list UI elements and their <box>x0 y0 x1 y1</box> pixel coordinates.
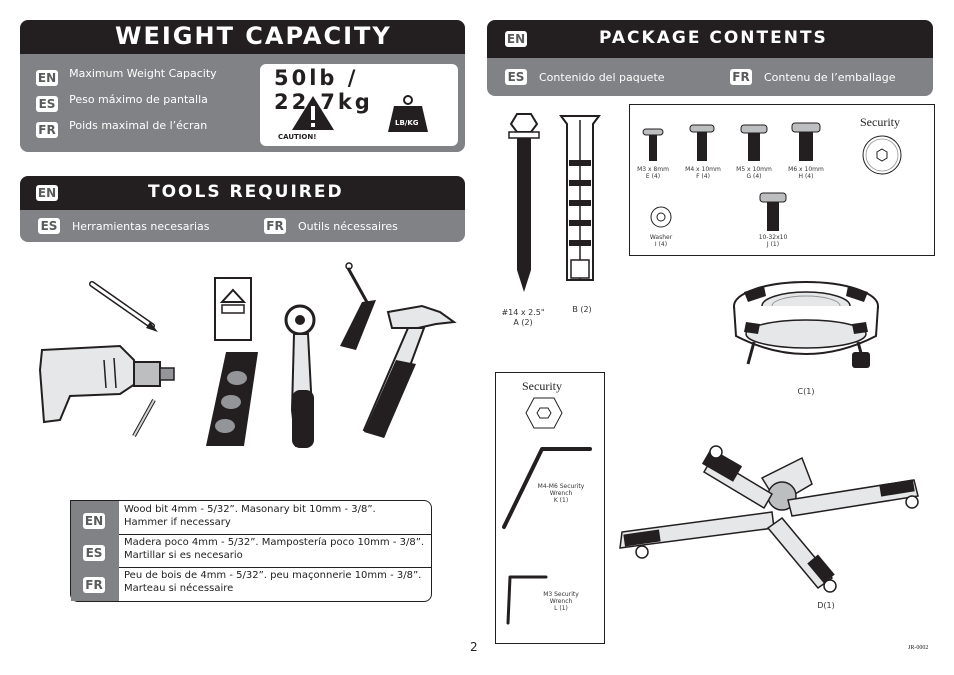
wrench-k-label: M4-M6 Security Wrench K (1) <box>537 483 585 504</box>
weight-capacity-title: WEIGHT CAPACITY <box>115 22 392 50</box>
weight-value: 50lb / 22.7kg <box>274 66 373 114</box>
weight-value-box: 50lb / 22.7kg CAUTION! LB/KG <box>260 64 458 146</box>
weight-icon-label: LB/KG <box>395 119 419 127</box>
hardware-box: M3 x 8mm E (4) M4 x 10mm F (4) M5 x 10mm… <box>629 104 935 256</box>
weight-capacity-header: WEIGHT CAPACITY <box>20 20 465 54</box>
package-lang-badge-fr: FR <box>730 69 752 85</box>
tools-lang-badge-en: EN <box>36 185 58 201</box>
lang-badge-es: ES <box>36 96 58 112</box>
hex-key-k-icon <box>502 447 592 529</box>
document-code: JR-0002 <box>908 645 929 651</box>
wrench-l-label: M3 Security Wrench L (1) <box>543 591 579 612</box>
hardware-f-label: M4 x 10mm F (4) <box>685 166 721 180</box>
weight-text-es: Peso máximo de pantalla <box>69 93 208 106</box>
package-contents-header: EN PACKAGE CONTENTS <box>487 20 933 58</box>
package-lang-badge-en: EN <box>505 31 527 47</box>
part-c-label: C(1) <box>797 387 815 396</box>
security-screw-head-icon <box>862 135 902 175</box>
hardware-e-label: M3 x 8mm E (4) <box>637 166 669 180</box>
caution-triangle-icon <box>292 96 334 130</box>
wall-anchor-icon <box>559 115 601 281</box>
tools-text-es: Herramientas necesarias <box>72 220 210 233</box>
package-contents-title: PACKAGE CONTENTS <box>599 28 828 48</box>
screwdriver-icon <box>340 262 376 350</box>
hardware-h-label: M6 x 10mm H (4) <box>788 166 824 180</box>
package-text-es: Contenido del paquete <box>539 71 665 84</box>
ratchet-wrench-icon <box>284 304 316 448</box>
page-number: 2 <box>470 640 478 654</box>
universal-bracket-icon <box>619 445 919 593</box>
package-text-fr: Contenu de l’emballage <box>764 71 896 84</box>
weight-text-fr: Poids maximal de l’écran <box>69 119 208 132</box>
wood-screw-and-anchor <box>508 113 601 292</box>
washer-icon <box>650 206 672 228</box>
notes-text-es: Madera poco 4mm - 5/32”. Mampostería poc… <box>124 537 425 561</box>
lang-badge-en: EN <box>36 70 58 86</box>
weight-row-es: ES Peso máximo de pantalla <box>36 93 208 112</box>
ceiling-plate-icon <box>733 281 879 368</box>
drill-icon <box>38 344 175 424</box>
machine-screw-icon <box>689 124 715 161</box>
package-contents-panel: ES Contenido del paquete FR Contenu de l… <box>487 58 933 96</box>
security-nut-icon <box>525 397 563 429</box>
hardware-g-label: M5 x 10mm G (4) <box>736 166 772 180</box>
wrench-box-security-label: Security <box>522 379 562 393</box>
tools-illustration <box>38 262 457 448</box>
hammer-icon <box>362 304 457 438</box>
pencil-icon <box>89 281 158 332</box>
machine-screw-icon <box>791 122 821 161</box>
tools-required-header: EN TOOLS REQUIRED <box>20 176 465 210</box>
lang-badge-fr: FR <box>36 122 58 138</box>
machine-screw-icon <box>642 128 664 161</box>
package-lang-badge-es: ES <box>505 69 527 85</box>
drill-bit-icon <box>132 399 156 437</box>
hex-key-l-icon <box>506 575 548 625</box>
tools-lang-badge-fr: FR <box>264 218 286 234</box>
notes-text-fr: Peu de bois de 4mm - 5/32”. peu maçonner… <box>124 570 422 594</box>
tools-required-title: TOOLS REQUIRED <box>148 182 344 202</box>
notes-lang-badge-fr: FR <box>83 577 105 593</box>
tools-text-fr: Outils nécessaires <box>298 220 398 233</box>
weight-row-en: EN Maximum Weight Capacity <box>36 67 217 86</box>
caution-label: CAUTION! <box>278 133 317 141</box>
machine-screw-icon <box>740 124 768 161</box>
security-label: Security <box>860 115 900 129</box>
weight-row-fr: FR Poids maximal de l’écran <box>36 119 207 138</box>
tools-required-panel: ES Herramientas necesarias FR Outils néc… <box>20 210 465 242</box>
screw-a-label: #14 x 2.5" A (2) <box>501 308 545 327</box>
tools-lang-badge-es: ES <box>38 218 60 234</box>
notes-lang-badge-es: ES <box>83 545 105 561</box>
weight-icon <box>388 95 428 132</box>
machine-screw-icon <box>759 192 787 231</box>
anchor-b-label: B (2) <box>572 305 592 314</box>
lag-screw-icon <box>508 113 540 292</box>
notes-text-en: Wood bit 4mm - 5/32”. Masonary bit 10mm … <box>124 504 376 528</box>
washer-label: Washer I (4) <box>649 234 673 248</box>
weight-capacity-panel: EN Maximum Weight Capacity ES Peso máxim… <box>20 54 465 152</box>
part-d-label: D(1) <box>817 601 835 610</box>
weight-text-en: Maximum Weight Capacity <box>69 67 217 80</box>
level-icon <box>206 277 258 446</box>
tools-notes-table: EN Wood bit 4mm - 5/32”. Masonary bit 10… <box>70 500 432 602</box>
notes-lang-badge-en: EN <box>83 513 105 529</box>
screw-j-label: 10-32x10 J (1) <box>758 234 788 248</box>
wrench-box: Security M4-M6 Security Wrench K (1) M3 … <box>495 372 605 644</box>
